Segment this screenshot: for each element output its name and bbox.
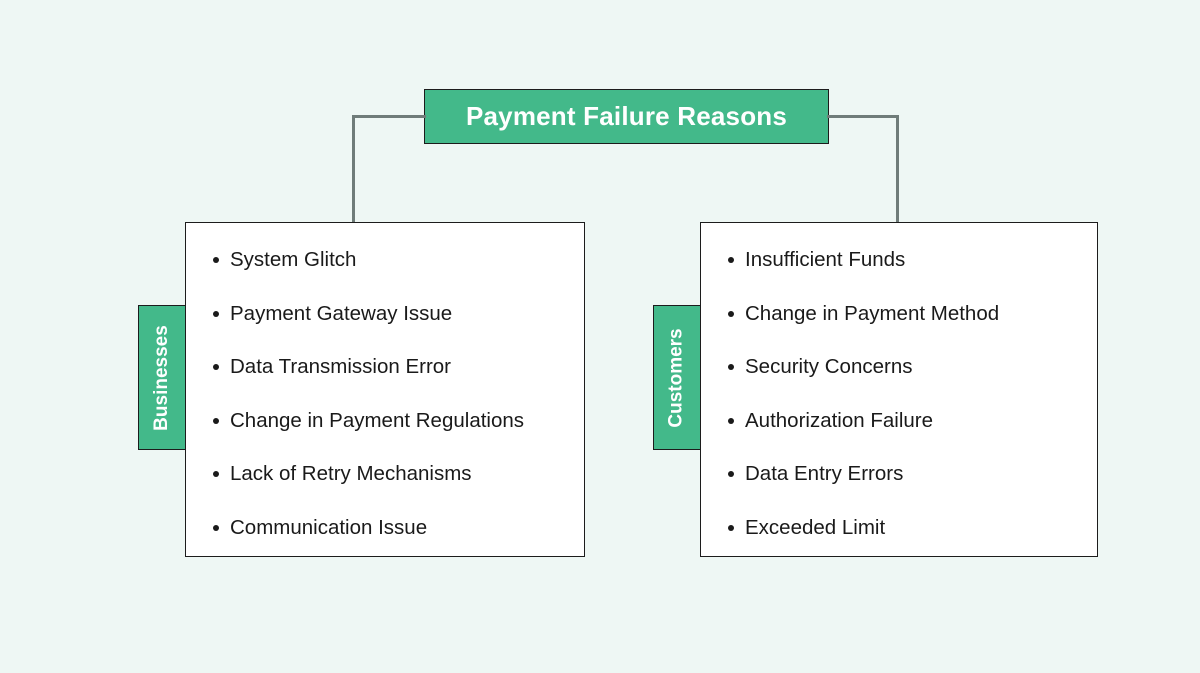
root-node-title: Payment Failure Reasons [465, 101, 788, 131]
branch-tab-businesses: Businesses [138, 305, 186, 450]
branch-list-businesses: System Glitch Payment Gateway Issue Data… [186, 223, 584, 538]
bullet-icon [728, 257, 734, 263]
list-item: Data Transmission Error [186, 355, 584, 378]
bullet-icon [213, 364, 219, 370]
branch-panel-customers: Insufficient Funds Change in Payment Met… [700, 222, 1098, 557]
list-item: Insufficient Funds [701, 248, 1097, 271]
branch-panel-businesses: System Glitch Payment Gateway Issue Data… [185, 222, 585, 557]
list-item-label: Insufficient Funds [745, 248, 906, 271]
bullet-icon [728, 417, 734, 424]
list-item-label: Communication Issue [230, 515, 428, 539]
list-item: Change in Payment Regulations [186, 408, 584, 432]
list-item: Data Entry Errors [701, 462, 1097, 485]
connector-right-vertical [896, 115, 899, 224]
list-item-label: Change in Payment Regulations [230, 408, 525, 432]
list-item-label: Data Transmission Error [230, 355, 452, 378]
list-item-label: Exceeded Limit [745, 515, 886, 539]
connector-right-horizontal [827, 115, 899, 118]
bullet-icon [213, 310, 219, 317]
list-item-label: Lack of Retry Mechanisms [230, 462, 472, 485]
connector-left-vertical [352, 115, 355, 224]
list-item-label: Authorization Failure [745, 408, 934, 432]
list-item-label: Security Concerns [745, 355, 913, 378]
list-item: Authorization Failure [701, 408, 1097, 432]
list-item-label: Change in Payment Method [745, 301, 1000, 325]
bullet-icon [728, 364, 734, 370]
bullet-icon [728, 524, 734, 531]
bullet-icon [213, 257, 219, 263]
bullet-icon [213, 417, 219, 424]
branch-tab-businesses-label: Businesses [151, 324, 172, 431]
branch-tab-customers: Customers [653, 305, 701, 450]
bullet-icon [213, 471, 219, 477]
list-item: Lack of Retry Mechanisms [186, 462, 584, 485]
list-item-label: System Glitch [230, 248, 357, 271]
branch-tab-customers-label: Customers [666, 327, 687, 428]
list-item: Change in Payment Method [701, 301, 1097, 325]
bullet-icon [728, 310, 734, 317]
list-item: Exceeded Limit [701, 515, 1097, 539]
list-item: System Glitch [186, 248, 584, 271]
bullet-icon [728, 471, 734, 477]
root-node: Payment Failure Reasons [424, 89, 829, 144]
branch-list-customers: Insufficient Funds Change in Payment Met… [701, 223, 1097, 538]
list-item: Payment Gateway Issue [186, 301, 584, 325]
connector-left-horizontal [352, 115, 426, 118]
list-item: Security Concerns [701, 355, 1097, 378]
list-item-label: Data Entry Errors [745, 462, 904, 485]
bullet-icon [213, 524, 219, 531]
list-item-label: Payment Gateway Issue [230, 301, 453, 325]
list-item: Communication Issue [186, 515, 584, 539]
